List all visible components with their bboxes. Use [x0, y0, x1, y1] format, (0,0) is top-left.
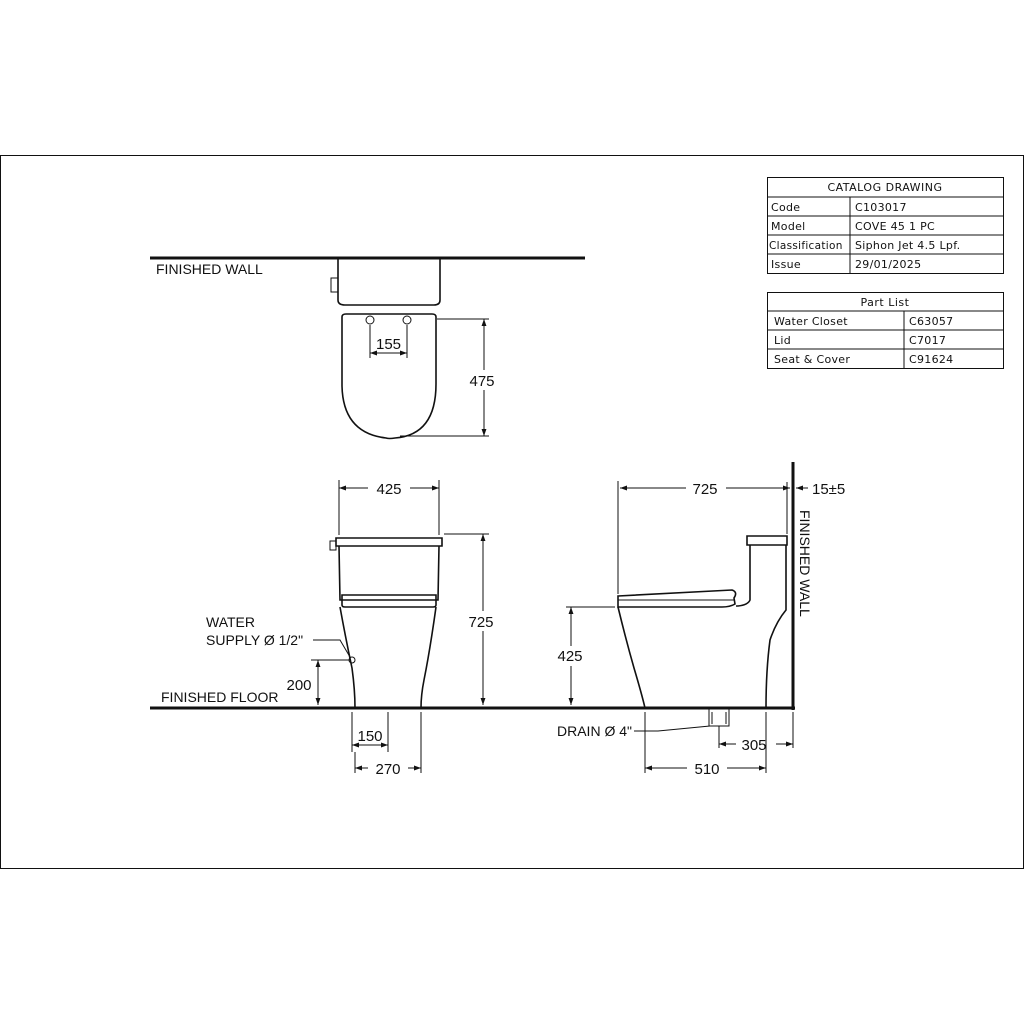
dim-supply-offset: 150: [357, 728, 382, 745]
finished-wall-label-side: FINISHED WALL: [797, 510, 813, 617]
catalog-issue-label: Issue: [771, 258, 801, 271]
tank-lid-front: [335, 537, 443, 547]
seat-lid-side: [617, 589, 737, 608]
tank-top-outline: [337, 258, 441, 306]
finished-floor-label: FINISHED FLOOR: [161, 689, 278, 705]
dim-seat-depth: 475: [469, 373, 494, 390]
catalog-code-label: Code: [771, 201, 800, 214]
dim-base-width: 270: [375, 761, 400, 778]
part-list-table: Part List Water Closet C63057 Lid C7017 …: [767, 292, 1004, 369]
dim-supply-height: 200: [286, 677, 311, 694]
flush-lever-front: [329, 540, 337, 551]
catalog-table: CATALOG DRAWING Code C103017 Model COVE …: [767, 177, 1004, 274]
dim-wall-gap: 15±5: [812, 481, 845, 498]
catalog-classification-value: Siphon Jet 4.5 Lpf.: [855, 239, 960, 252]
dim-seat-height: 425: [557, 648, 582, 665]
dim-front-height: 725: [468, 614, 493, 631]
tank-front-side: [736, 545, 751, 607]
part-lid-label: Lid: [774, 334, 791, 347]
dim-base-depth: 510: [694, 761, 719, 778]
bowl-front-side: [617, 606, 646, 709]
tank-lid-side: [746, 535, 788, 546]
part-list-header: Part List: [861, 296, 910, 309]
dim-rough-in: 305: [741, 737, 766, 754]
catalog-model-value: COVE 45 1 PC: [855, 220, 935, 233]
part-seat-cover-value: C91624: [909, 353, 953, 366]
seat-front: [341, 594, 437, 608]
front-view: FINISHED FLOOR 425 725 200 WATER SUPPLY …: [150, 478, 795, 778]
dim-bolt-spacing: 155: [376, 336, 401, 353]
catalog-code-value: C103017: [855, 201, 907, 214]
drain-leader: [634, 725, 711, 732]
seat-bolt-right: [402, 315, 412, 325]
water-supply-label-line2: SUPPLY Ø 1/2": [206, 632, 303, 648]
catalog-issue-value: 29/01/2025: [855, 258, 921, 271]
side-view: FINISHED WALL DRAIN Ø 4" 725 15±5 425: [552, 462, 845, 778]
part-water-closet-value: C63057: [909, 315, 953, 328]
finished-wall-label-top: FINISHED WALL: [156, 261, 263, 277]
catalog-classification-label: Classification: [769, 240, 843, 252]
part-water-closet-label: Water Closet: [774, 315, 848, 328]
dim-front-width: 425: [376, 481, 401, 498]
seat-bolt-left: [365, 315, 375, 325]
catalog-header: CATALOG DRAWING: [827, 181, 942, 194]
top-view: FINISHED WALL 155 475: [150, 256, 585, 440]
dim-side-depth: 725: [692, 481, 717, 498]
bowl-top-outline: [341, 313, 437, 440]
water-supply-leader: [313, 639, 351, 658]
part-seat-cover-label: Seat & Cover: [774, 353, 850, 366]
pedestal-right-front: [420, 606, 437, 709]
catalog-model-label: Model: [771, 220, 806, 233]
pedestal-left-front: [339, 606, 356, 709]
drain-label: DRAIN Ø 4": [557, 723, 632, 739]
water-supply-label-line1: WATER: [206, 614, 255, 630]
flush-lever-top: [330, 277, 339, 293]
tank-body-front: [338, 545, 440, 601]
back-profile-side: [765, 545, 787, 709]
part-lid-value: C7017: [909, 334, 946, 347]
